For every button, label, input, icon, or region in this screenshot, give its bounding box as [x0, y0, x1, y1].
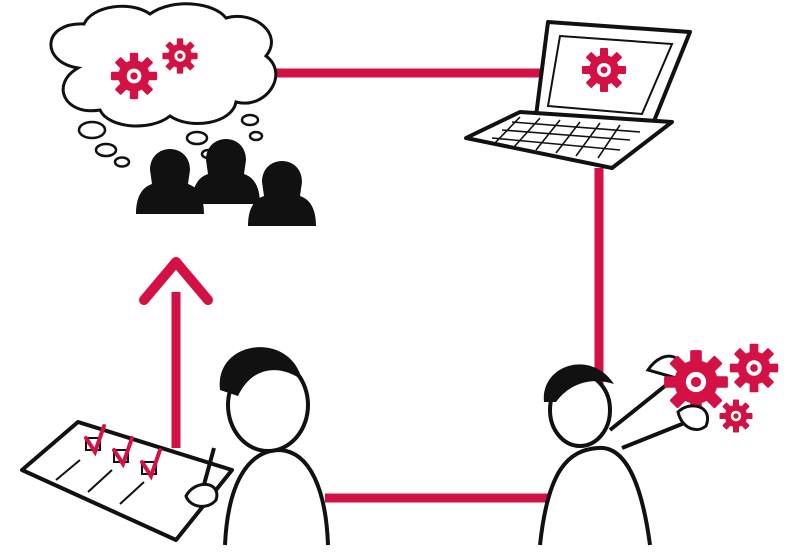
engineer-body — [538, 445, 652, 546]
connector-reviewer-to-team — [139, 257, 213, 448]
person-silhouette-icon — [136, 149, 204, 214]
cloud-gear-large-icon — [110, 52, 158, 100]
clipboard — [20, 420, 234, 542]
checkbox-items — [84, 424, 162, 481]
cloud-gear-small-icon — [162, 38, 198, 74]
held-gear-small-icon — [719, 399, 753, 433]
laptop — [464, 20, 692, 170]
held-gear-medium-icon — [729, 343, 779, 393]
thought-bubbles — [77, 113, 264, 168]
reviewer-body — [223, 447, 330, 546]
check-mark-icon — [112, 436, 134, 469]
person-silhouette-icon — [192, 139, 260, 204]
engineer-hair — [543, 364, 614, 402]
laptop-keyboard — [491, 116, 641, 159]
check-mark-icon — [84, 424, 106, 457]
arrow-up-icon — [139, 257, 213, 305]
reviewer-checklist — [20, 347, 330, 546]
reviewer-hair — [219, 347, 302, 396]
checklist-lines — [55, 459, 145, 505]
laptop-gear-icon — [582, 48, 626, 92]
laptop-base — [464, 110, 674, 170]
engineer-gears — [538, 343, 779, 546]
held-gear-large-icon — [664, 350, 728, 414]
thought-cloud — [49, 2, 278, 128]
check-mark-icon — [140, 448, 162, 481]
thinking-team — [49, 2, 316, 226]
